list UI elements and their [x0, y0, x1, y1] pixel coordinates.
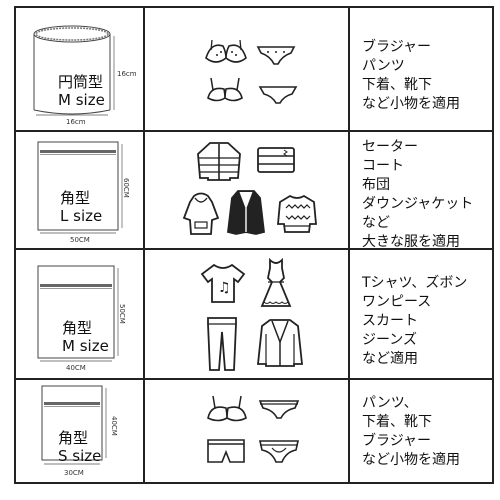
- bag-width-label: 50CM: [70, 236, 90, 244]
- coat-icon: [227, 190, 265, 235]
- bra-icon: [205, 39, 247, 63]
- description-line: ダウンジャケット: [362, 196, 474, 212]
- row-divider: [14, 378, 494, 380]
- bag-shape-label: 角型: [58, 429, 89, 447]
- description-line: パンツ、: [362, 395, 418, 411]
- briefs-icon: [258, 400, 300, 419]
- row-divider: [14, 248, 494, 250]
- description-line: ジーンズ: [362, 332, 418, 348]
- bra-icon: [207, 77, 243, 102]
- description-line: Tシャツ、ズボン: [362, 275, 468, 291]
- description-line: セーター: [362, 139, 418, 155]
- suit-jacket-icon: [257, 319, 303, 367]
- bag-size-label: M size: [58, 91, 105, 109]
- description-line: など適用: [362, 351, 418, 367]
- description-line: など小物を適用: [362, 452, 460, 468]
- svg-text:♫: ♫: [218, 280, 231, 296]
- description-line: 布団: [362, 177, 390, 193]
- description-line: コート: [362, 158, 404, 174]
- table-border-bottom: [14, 482, 494, 484]
- cylinder-bag-icon: [33, 25, 115, 116]
- bag-height-label: 16cm: [117, 70, 137, 78]
- bag-height-label: 60CM: [122, 178, 130, 198]
- row-description: セーター コート 布団 ダウンジャケット など 大きな服を適用: [362, 138, 473, 252]
- dress-icon: [260, 258, 292, 307]
- bag-width-label: 40CM: [66, 364, 86, 372]
- bag-height-label: 40CM: [110, 416, 118, 436]
- description-line: ブラジャー: [362, 39, 432, 55]
- description-line: スカート: [362, 313, 418, 329]
- table-border-left: [14, 6, 16, 484]
- square-bag-icon: [41, 385, 107, 465]
- folded-blanket-icon: [257, 147, 295, 173]
- down-jacket-icon: [197, 142, 241, 181]
- row-description: Tシャツ、ズボン ワンピース スカート ジーンズ など適用: [362, 274, 467, 369]
- square-bag-icon: [37, 141, 123, 234]
- sweater-icon: [277, 194, 317, 233]
- panties-icon: [258, 86, 298, 104]
- square-bag-icon: [37, 265, 119, 362]
- boxer-icon: [207, 439, 245, 463]
- bag-shape-label: 円筒型: [58, 73, 104, 91]
- tshirt-icon: ♫: [200, 263, 246, 303]
- description-line: ワンピース: [362, 294, 432, 310]
- row-description: パンツ、 下着、靴下 ブラジャー など小物を適用: [362, 394, 460, 470]
- description-line: パンツ: [362, 58, 405, 74]
- bag-width-label: 16cm: [66, 118, 86, 126]
- description-line: 大きな服を適用: [362, 234, 460, 250]
- description-line: 下着、靴下: [362, 414, 432, 430]
- bag-height-label: 50CM: [118, 304, 126, 324]
- row-description: ブラジャー パンツ 下着、靴下 など小物を適用: [362, 38, 460, 114]
- jeans-icon: [207, 317, 237, 371]
- bag-size-label: S size: [58, 447, 102, 465]
- bag-shape-label: 角型: [60, 189, 91, 207]
- briefs-icon: [259, 440, 299, 463]
- panties-icon: [256, 46, 296, 65]
- description-line: ブラジャー: [362, 433, 432, 449]
- table-border-right: [492, 6, 494, 484]
- bag-size-label: M size: [62, 337, 109, 355]
- table-border-top: [14, 6, 494, 8]
- description-line: など小物を適用: [362, 96, 460, 112]
- bra-icon: [207, 395, 247, 422]
- row-divider: [14, 130, 494, 132]
- bag-width-label: 30CM: [64, 469, 84, 477]
- description-line: など: [362, 215, 390, 231]
- column-divider: [143, 6, 145, 484]
- bag-size-label: L size: [60, 207, 103, 225]
- bag-shape-label: 角型: [62, 319, 93, 337]
- column-divider: [348, 6, 350, 484]
- hoodie-icon: [182, 192, 220, 235]
- description-line: 下着、靴下: [362, 77, 432, 93]
